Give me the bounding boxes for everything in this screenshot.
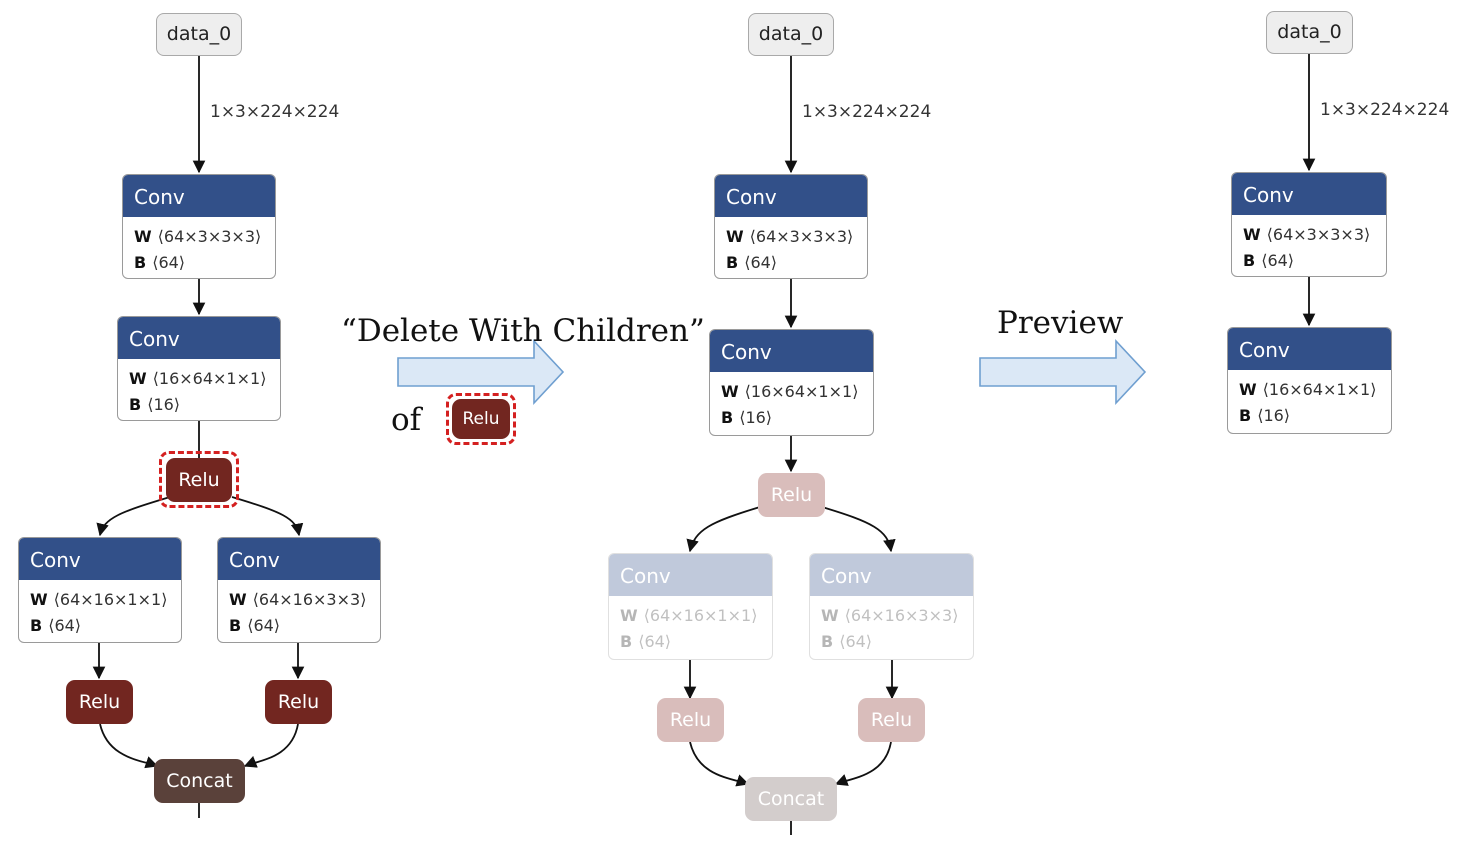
weight-key: W	[1239, 380, 1257, 399]
relu-legend-node: Relu	[452, 399, 510, 439]
selected-relu-highlight	[159, 451, 239, 508]
conv-header: Conv	[218, 538, 380, 580]
edge-relu-concat-left	[689, 741, 750, 787]
transition-arrow-delete	[397, 338, 565, 406]
bias-shape: ⟨64⟩	[744, 253, 778, 272]
conv-header: Conv	[609, 554, 772, 596]
conv-header: Conv	[710, 330, 873, 372]
conv-header: Conv	[715, 175, 867, 217]
edge-relu-concat-left	[99, 723, 159, 769]
weight-key: W	[30, 590, 48, 609]
weight-key: W	[726, 227, 744, 246]
weight-shape: ⟨64×3×3×3⟩	[157, 227, 262, 246]
weight-shape: ⟨64×16×1×1⟩	[53, 590, 168, 609]
conv-node[interactable]: Conv W ⟨64×3×3×3⟩ B ⟨64⟩	[1231, 172, 1387, 277]
weight-shape: ⟨16×64×1×1⟩	[744, 382, 859, 401]
weight-key: W	[229, 590, 247, 609]
concat-node[interactable]: Concat	[154, 759, 245, 803]
action-annotation: “Delete With Children”	[341, 313, 705, 349]
bias-shape: ⟨16⟩	[147, 395, 181, 414]
edge-relu-conv3	[96, 496, 171, 537]
weight-shape: ⟨64×16×3×3⟩	[844, 606, 959, 625]
input-node[interactable]: data_0	[1266, 11, 1353, 54]
input-node[interactable]: data_0	[748, 13, 834, 56]
weight-key: W	[821, 606, 839, 625]
edge-relu-concat-right	[243, 723, 299, 768]
bias-shape: ⟨64⟩	[638, 632, 672, 651]
conv-node[interactable]: Conv W ⟨64×16×3×3⟩ B ⟨64⟩	[217, 537, 381, 643]
edge-relu-conv4	[821, 506, 896, 553]
conv-header: Conv	[19, 538, 181, 580]
relu-node-to-delete[interactable]: Relu	[858, 698, 925, 742]
edge-relu-conv4	[231, 496, 304, 537]
bias-key: B	[30, 616, 43, 635]
relu-node[interactable]: Relu	[66, 680, 133, 724]
bias-key: B	[1243, 251, 1256, 270]
conv-node-to-delete[interactable]: Conv W ⟨64×16×3×3⟩ B ⟨64⟩	[809, 553, 974, 660]
conv-node[interactable]: Conv W ⟨64×3×3×3⟩ B ⟨64⟩	[122, 174, 276, 279]
conv-header: Conv	[1232, 173, 1386, 215]
relu-legend-highlight	[446, 393, 516, 445]
bias-key: B	[229, 616, 242, 635]
relu-node-to-delete[interactable]: Relu	[758, 473, 825, 517]
conv-header: Conv	[1228, 328, 1391, 370]
bias-shape: ⟨16⟩	[1257, 406, 1291, 425]
conv-node-to-delete[interactable]: Conv W ⟨64×16×1×1⟩ B ⟨64⟩	[608, 553, 773, 660]
weight-shape: ⟨64×3×3×3⟩	[749, 227, 854, 246]
edge-relu-conv3	[686, 506, 761, 553]
weight-shape: ⟨64×3×3×3⟩	[1266, 225, 1371, 244]
weight-shape: ⟨16×64×1×1⟩	[1262, 380, 1377, 399]
conv-header: Conv	[810, 554, 973, 596]
relu-node-to-delete[interactable]: Relu	[657, 698, 724, 742]
shape-label: 1×3×224×224	[210, 102, 340, 122]
conv-node[interactable]: Conv W ⟨64×3×3×3⟩ B ⟨64⟩	[714, 174, 868, 279]
bias-key: B	[620, 632, 633, 651]
shape-label: 1×3×224×224	[1320, 100, 1450, 120]
bias-key: B	[821, 632, 834, 651]
preview-annotation: Preview	[997, 305, 1124, 341]
conv-header: Conv	[118, 317, 280, 359]
weight-shape: ⟨64×16×3×3⟩	[252, 590, 367, 609]
shape-label: 1×3×224×224	[802, 102, 932, 122]
relu-node-selected[interactable]: Relu	[166, 458, 232, 502]
bias-key: B	[134, 253, 147, 272]
bias-key: B	[129, 395, 142, 414]
conv-node[interactable]: Conv W ⟨64×16×1×1⟩ B ⟨64⟩	[18, 537, 182, 643]
edge-relu-concat-right	[834, 741, 892, 786]
bias-shape: ⟨64⟩	[247, 616, 281, 635]
bias-shape: ⟨64⟩	[48, 616, 82, 635]
weight-key: W	[620, 606, 638, 625]
bias-key: B	[726, 253, 739, 272]
weight-shape: ⟨64×16×1×1⟩	[643, 606, 758, 625]
of-annotation: of	[391, 402, 422, 438]
conv-node[interactable]: Conv W ⟨16×64×1×1⟩ B ⟨16⟩	[1227, 327, 1392, 434]
weight-shape: ⟨16×64×1×1⟩	[152, 369, 267, 388]
bias-shape: ⟨64⟩	[1261, 251, 1295, 270]
input-node[interactable]: data_0	[156, 13, 242, 56]
bias-key: B	[721, 408, 734, 427]
bias-shape: ⟨64⟩	[839, 632, 873, 651]
weight-key: W	[134, 227, 152, 246]
bias-shape: ⟨64⟩	[152, 253, 186, 272]
weight-key: W	[721, 382, 739, 401]
bias-key: B	[1239, 406, 1252, 425]
conv-node[interactable]: Conv W ⟨16×64×1×1⟩ B ⟨16⟩	[709, 329, 874, 436]
weight-key: W	[129, 369, 147, 388]
concat-node-to-delete[interactable]: Concat	[745, 777, 837, 821]
conv-header: Conv	[123, 175, 275, 217]
weight-key: W	[1243, 225, 1261, 244]
conv-node[interactable]: Conv W ⟨16×64×1×1⟩ B ⟨16⟩	[117, 316, 281, 421]
transition-arrow-preview	[979, 338, 1147, 406]
bias-shape: ⟨16⟩	[739, 408, 773, 427]
relu-node[interactable]: Relu	[265, 680, 332, 724]
